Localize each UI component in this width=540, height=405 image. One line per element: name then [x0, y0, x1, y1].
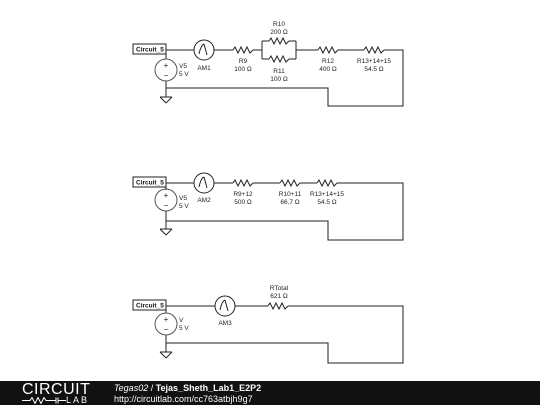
circuit-schematic: + − + − + − Circuit_5 Circuit_5 Circuit_… — [132, 21, 404, 364]
circuit-1-voltage-source — [154, 58, 178, 82]
svg-text:Circuit_5: Circuit_5 — [136, 47, 164, 54]
circuit-2-voltage-source — [154, 188, 178, 212]
resistor-value-label: 54.5 Ω — [317, 199, 336, 206]
plus-sign-icon: + — [164, 315, 169, 324]
resistor-value-label: 500 Ω — [234, 199, 252, 206]
author-link[interactable]: Tegas02 — [114, 383, 149, 393]
resistor-name-label: R10 — [273, 21, 285, 28]
resistor-name-label: R13+14+15 — [310, 191, 344, 198]
source-value-label: 5 V — [179, 203, 189, 210]
net-tag-1: Circuit_5 — [132, 43, 167, 55]
circuit-url-link[interactable]: http://circuitlab.com/cc763atbjh9g7 — [114, 394, 253, 404]
circuit-3-voltage-source — [154, 312, 178, 336]
resistor-name-label: R11 — [273, 68, 285, 75]
circuit-2-ground-symbol — [159, 228, 173, 236]
resistor-name-label: RTotal — [270, 285, 289, 292]
logo-text-lab: LAB — [66, 395, 90, 405]
resistor-r13-14-15 — [363, 45, 385, 55]
minus-sign-icon: − — [164, 71, 169, 80]
ammeter-label: AM1 — [197, 65, 211, 72]
plus-sign-icon: + — [164, 61, 169, 70]
circuit-1-ground-symbol — [159, 96, 173, 104]
resistor-name-label: R9 — [239, 58, 248, 65]
resistor-r12 — [317, 45, 339, 55]
minus-sign-icon: − — [164, 201, 169, 210]
project-title: Tejas_Sheth_Lab1_E2P2 — [155, 383, 262, 393]
svg-text:Circuit_5: Circuit_5 — [136, 303, 164, 310]
resistor-value-label: 621 Ω — [270, 293, 288, 300]
author-line: Tegas02 / Tejas_Sheth_Lab1_E2P2 — [114, 383, 261, 393]
resistor-r9-12 — [232, 178, 254, 188]
source-name-label: V5 — [179, 195, 187, 202]
ammeter-label: AM2 — [197, 197, 211, 204]
circuit-2-ammeter — [193, 172, 215, 194]
circuit-3-ground-symbol — [159, 351, 173, 359]
resistor-r13-14-15-b — [316, 178, 338, 188]
circuit-1-ammeter — [193, 39, 215, 61]
resistor-value-label: 66.7 Ω — [280, 199, 299, 206]
circuit-3-ammeter — [214, 295, 236, 317]
net-tag-3: Circuit_5 — [132, 299, 167, 311]
circuitlab-logo[interactable]: CIRCUIT LAB — [22, 381, 91, 405]
resistor-name-label: R12 — [322, 58, 334, 65]
resistor-logo-icon — [22, 397, 66, 404]
resistor-r11 — [268, 54, 290, 64]
circuit-1-wires — [165, 40, 404, 107]
resistor-rtotal — [267, 301, 289, 311]
resistor-name-label: R9+12 — [233, 191, 253, 198]
separator: / — [148, 383, 156, 393]
resistor-value-label: 400 Ω — [319, 66, 337, 73]
resistor-value-label: 100 Ω — [270, 76, 288, 83]
ammeter-label: AM3 — [218, 320, 232, 327]
source-name-label: V — [179, 317, 184, 324]
resistor-value-label: 200 Ω — [270, 29, 288, 36]
resistor-r9 — [232, 45, 254, 55]
plus-sign-icon: + — [164, 191, 169, 200]
logo-text-circuit: CIRCUIT — [22, 381, 91, 398]
resistor-name-label: R13+14+15 — [357, 58, 391, 65]
footer-bar: CIRCUIT LAB Tegas02 / Tejas_Sheth_Lab1_E… — [0, 381, 540, 405]
source-value-label: 5 V — [179, 325, 189, 332]
resistor-r10 — [268, 36, 290, 46]
resistor-value-label: 54.5 Ω — [364, 66, 383, 73]
svg-text:Circuit_5: Circuit_5 — [136, 180, 164, 187]
source-value-label: 5 V — [179, 71, 189, 78]
minus-sign-icon: − — [164, 325, 169, 334]
resistor-name-label: R10+11 — [279, 191, 302, 198]
net-tag-2: Circuit_5 — [132, 176, 167, 188]
source-name-label: V5 — [179, 63, 187, 70]
resistor-value-label: 100 Ω — [234, 66, 252, 73]
resistor-r10-11 — [279, 178, 301, 188]
circuit-3-wires — [165, 305, 404, 364]
